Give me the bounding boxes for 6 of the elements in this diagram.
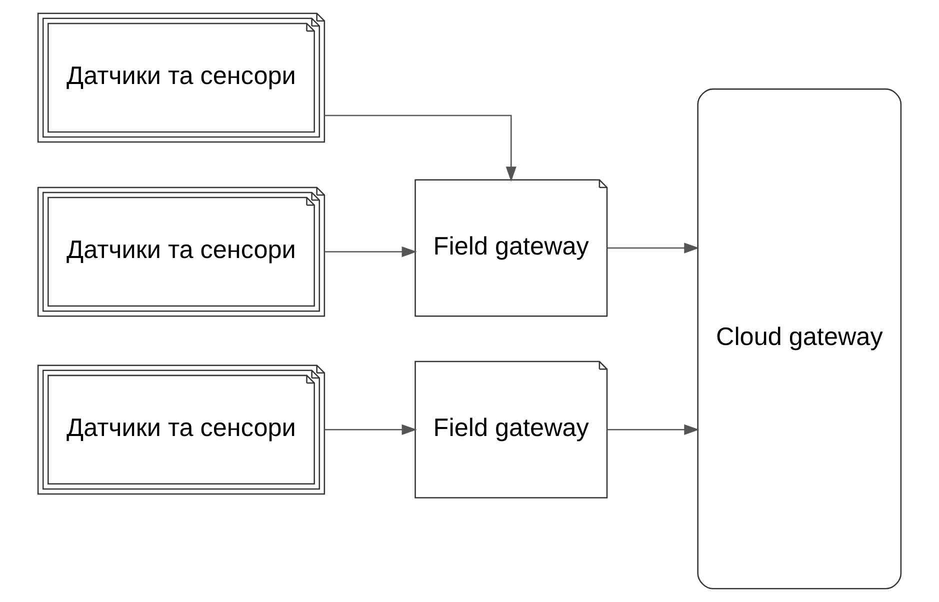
node-box: Cloud gateway bbox=[697, 88, 902, 590]
arrow bbox=[324, 246, 417, 258]
arrow bbox=[324, 114, 516, 182]
arrow bbox=[324, 424, 417, 435]
arrow bbox=[607, 242, 700, 254]
arrow bbox=[607, 424, 700, 435]
